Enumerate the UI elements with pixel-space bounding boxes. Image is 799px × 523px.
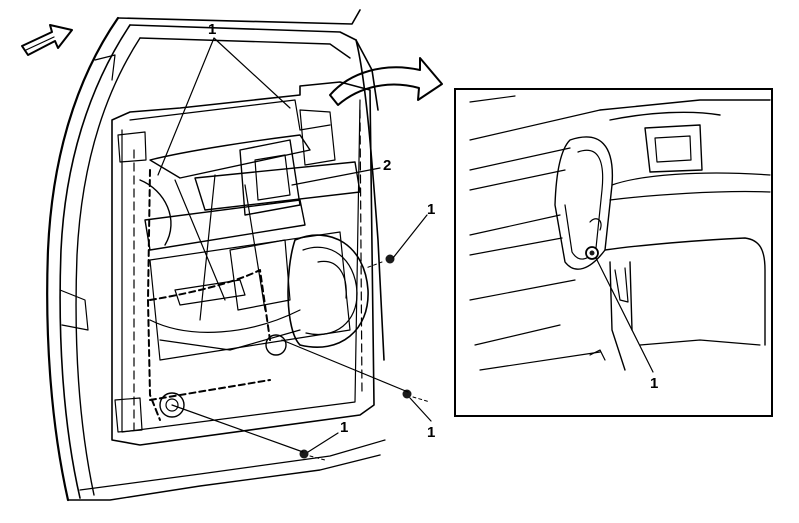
callout-detail-fastener: 1 [650,375,658,392]
callout-fastener-right: 1 [427,201,435,218]
wiring-harness [147,169,271,421]
lower-latch-area [114,131,287,433]
callout-fastener-lower: 1 [340,419,348,436]
inner-door-panel [111,81,375,446]
speaker-opening [287,234,369,348]
callout-retainer-upper: 1 [208,21,216,38]
window-regulator-module [139,134,361,361]
callout-fastener-lower-right: 1 [427,424,435,441]
fastener-lower-right [402,389,431,403]
callout-module: 2 [383,157,391,174]
forward-arrow-icon [21,24,73,56]
curved-arrow-icon [329,57,443,106]
fastener-right [365,254,395,269]
leader-lines [157,37,432,453]
door-frame [46,9,386,502]
detail-inset: 1 [454,88,773,417]
